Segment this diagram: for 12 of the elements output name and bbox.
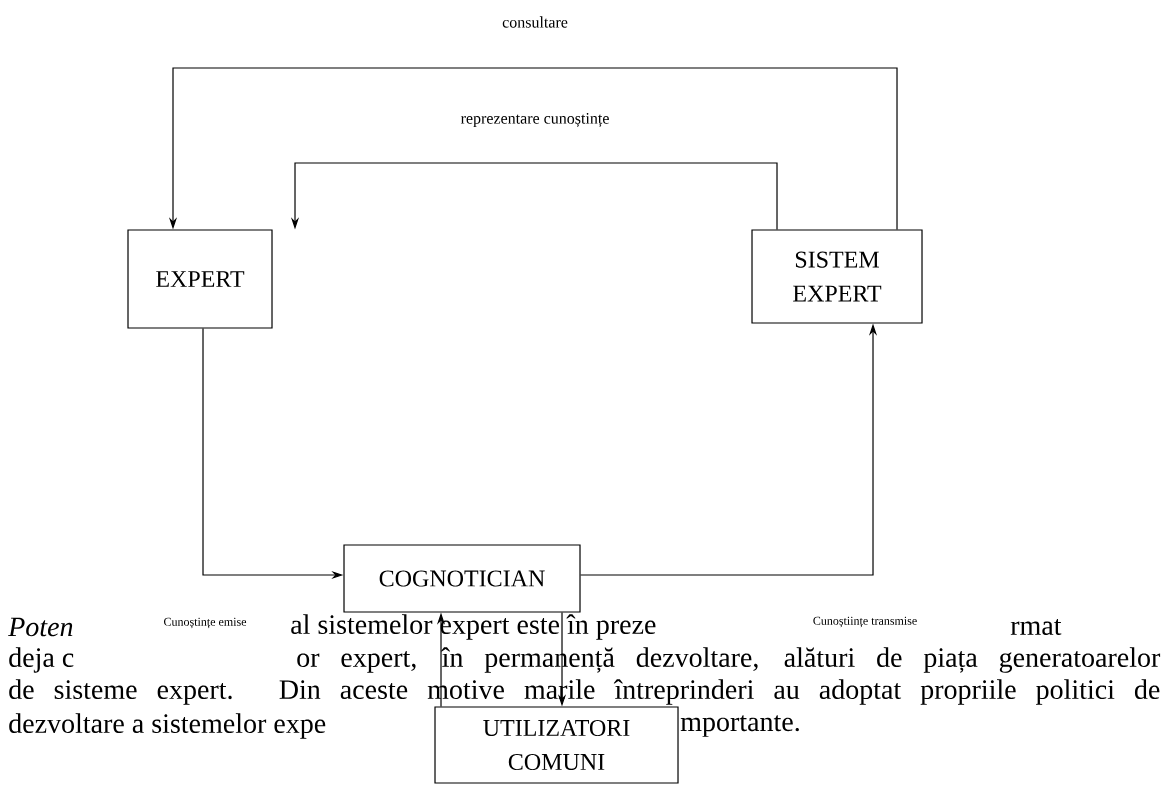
paragraph-text: rmat bbox=[1010, 619, 1062, 635]
paragraph-text: dezvoltare a sistemelor expe bbox=[9, 713, 326, 739]
edge-label: reprezentare cunoștințe bbox=[460, 113, 609, 127]
process-box: SISTEM EXPERT bbox=[751, 229, 923, 324]
edge-label: Cunoștiințe transmise bbox=[813, 616, 917, 628]
process-box: UTILIZATORI COMUNI bbox=[434, 706, 679, 784]
process-box: COGNOTICIAN bbox=[343, 544, 581, 613]
process-box: EXPERT bbox=[127, 229, 273, 329]
paragraph-text: deja c bbox=[9, 647, 74, 673]
edge-label: Cunoștințe emise bbox=[164, 617, 247, 629]
edge-label: consultare bbox=[502, 16, 568, 28]
paragraph-text: Poten bbox=[8, 617, 73, 637]
